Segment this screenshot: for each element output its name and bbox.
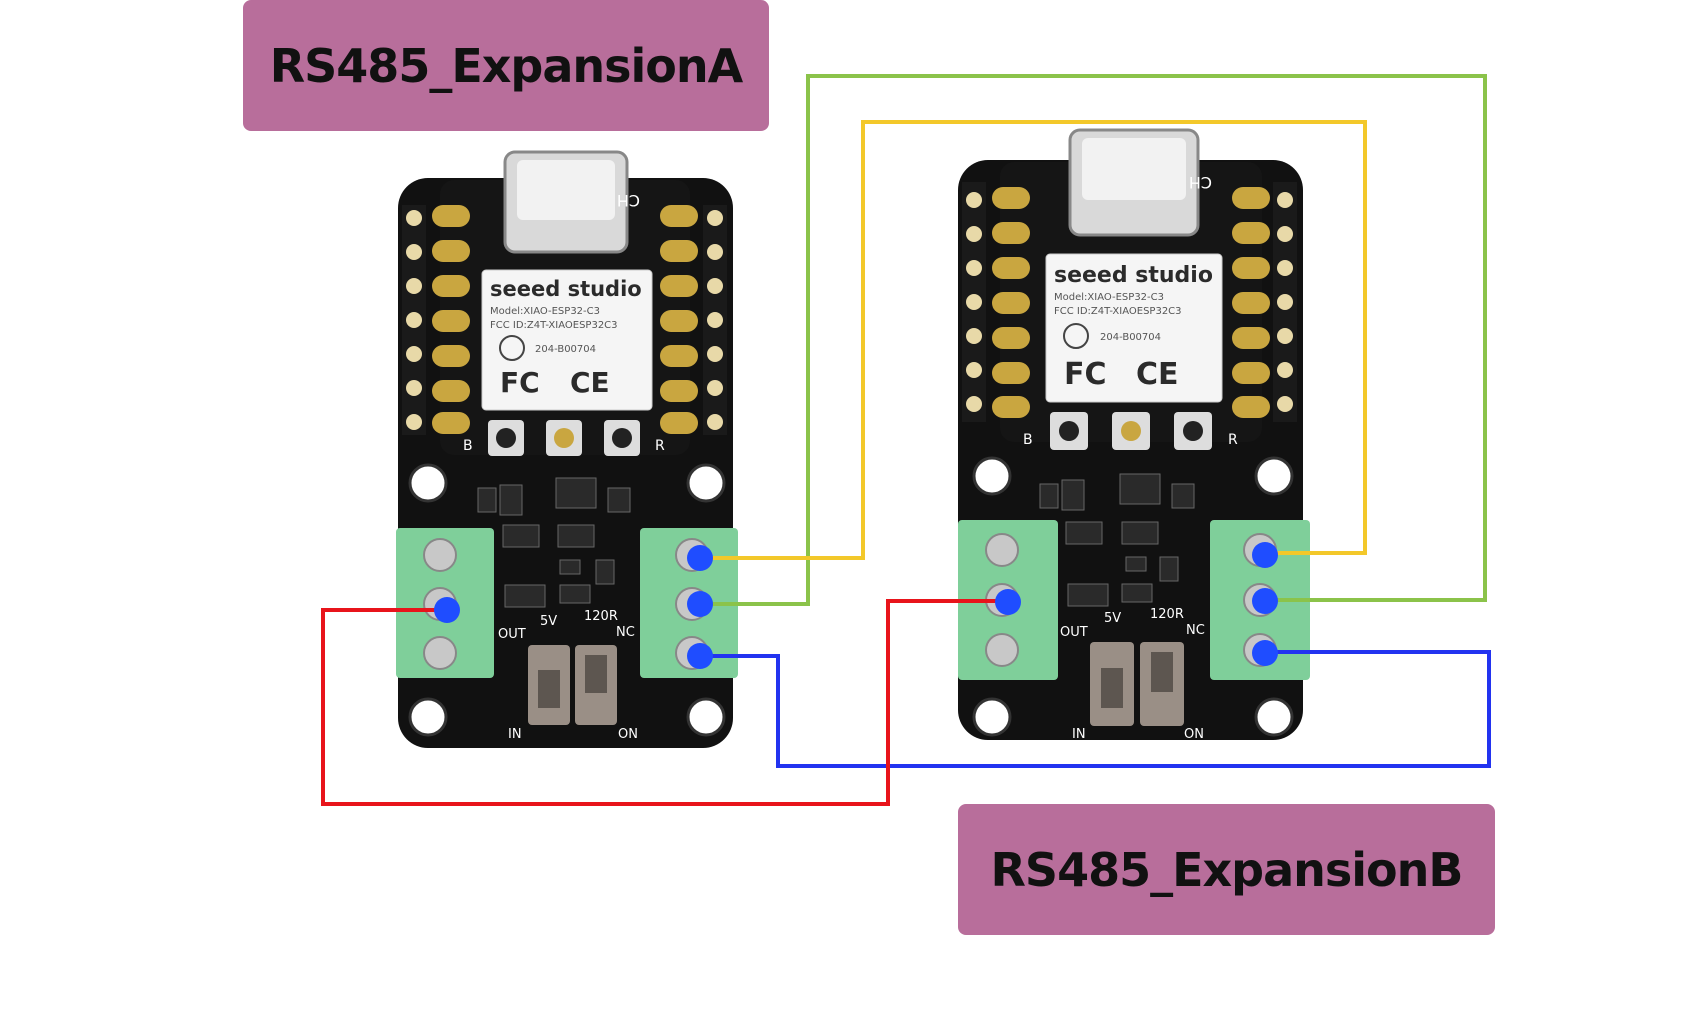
board-a-hole [408, 463, 448, 503]
board-a-out-label: OUT [498, 627, 526, 642]
board-b-model: Model:XIAO-ESP32-C3 [1054, 292, 1164, 303]
board-b-right-pins [1273, 182, 1297, 422]
board-b-left-pins [962, 182, 986, 422]
wire-green [700, 74, 1487, 606]
board-a-hole [408, 697, 448, 737]
board-b-boot-label: B [1023, 432, 1033, 448]
board-b: CH seeed studio Model:XIAO-ESP32-C3 FCC … [958, 128, 1310, 742]
expansion-a-label: RS485_ExpansionA [243, 0, 769, 131]
wires [321, 74, 1491, 806]
board-a-in-label: IN [508, 727, 522, 742]
board-b-on-label: ON [1184, 727, 1204, 742]
dot-b-right-2 [1252, 588, 1278, 614]
board-a-shield [481, 269, 653, 411]
wire-red [321, 599, 1005, 806]
board-b-fcc: FCC ID:Z4T-XIAOESP32C3 [1054, 306, 1182, 317]
wire-blue [700, 650, 1491, 768]
board-b-nc-label: NC [1186, 623, 1205, 638]
wire-yellow [700, 120, 1367, 560]
board-a-model: Model:XIAO-ESP32-C3 [490, 306, 600, 317]
dot-a-right-2 [687, 591, 713, 617]
board-a: CH seeed studio Model:XIAO-ESP32-C3 FCC … [396, 150, 738, 748]
board-b-120r-label: 120R [1150, 607, 1184, 622]
board-b-hole [1254, 697, 1294, 737]
board-b-fc-mark: FC [1064, 357, 1107, 392]
board-a-5v-label: 5V [540, 614, 557, 629]
board-b-usb-label: CH [1189, 173, 1212, 192]
board-a-left-pins [402, 205, 426, 435]
dot-b-right-1 [1252, 542, 1278, 568]
board-a-hole [686, 697, 726, 737]
board-a-fcc: FCC ID:Z4T-XIAOESP32C3 [490, 320, 618, 331]
connection-dots [434, 542, 1278, 669]
board-a-cert-icon [499, 335, 525, 361]
dot-a-left [434, 597, 460, 623]
board-a-fc-mark: FC [500, 366, 540, 399]
board-b-out-label: OUT [1060, 625, 1088, 640]
board-b-reset-label: R [1228, 432, 1238, 448]
dot-a-right-3 [687, 643, 713, 669]
board-a-brand: seeed studio [490, 277, 642, 301]
board-a-on-label: ON [618, 727, 638, 742]
board-b-in-label: IN [1072, 727, 1086, 742]
board-b-cert-icon [1063, 323, 1089, 349]
board-a-hole [686, 463, 726, 503]
board-a-usb-label: CH [617, 191, 640, 210]
board-a-boot-label: B [463, 438, 473, 454]
dot-a-right-1 [687, 545, 713, 571]
dot-b-right-3 [1252, 640, 1278, 666]
board-b-shield [1045, 253, 1223, 403]
dot-b-left [995, 589, 1021, 615]
board-a-ce-mark: CE [570, 366, 610, 399]
board-b-cert: 204-B00704 [1100, 332, 1161, 343]
board-a-120r-label: 120R [584, 609, 618, 624]
board-a-cert: 204-B00704 [535, 344, 596, 355]
board-b-hole [972, 697, 1012, 737]
board-b-hole [1254, 456, 1294, 496]
board-b-ce-mark: CE [1136, 357, 1179, 392]
board-b-brand: seeed studio [1054, 263, 1213, 288]
expansion-b-label: RS485_ExpansionB [958, 804, 1495, 935]
board-a-nc-label: NC [616, 625, 635, 640]
board-b-hole [972, 456, 1012, 496]
board-a-reset-label: R [655, 438, 665, 454]
board-b-5v-label: 5V [1104, 611, 1121, 626]
board-a-right-pins [703, 205, 727, 435]
